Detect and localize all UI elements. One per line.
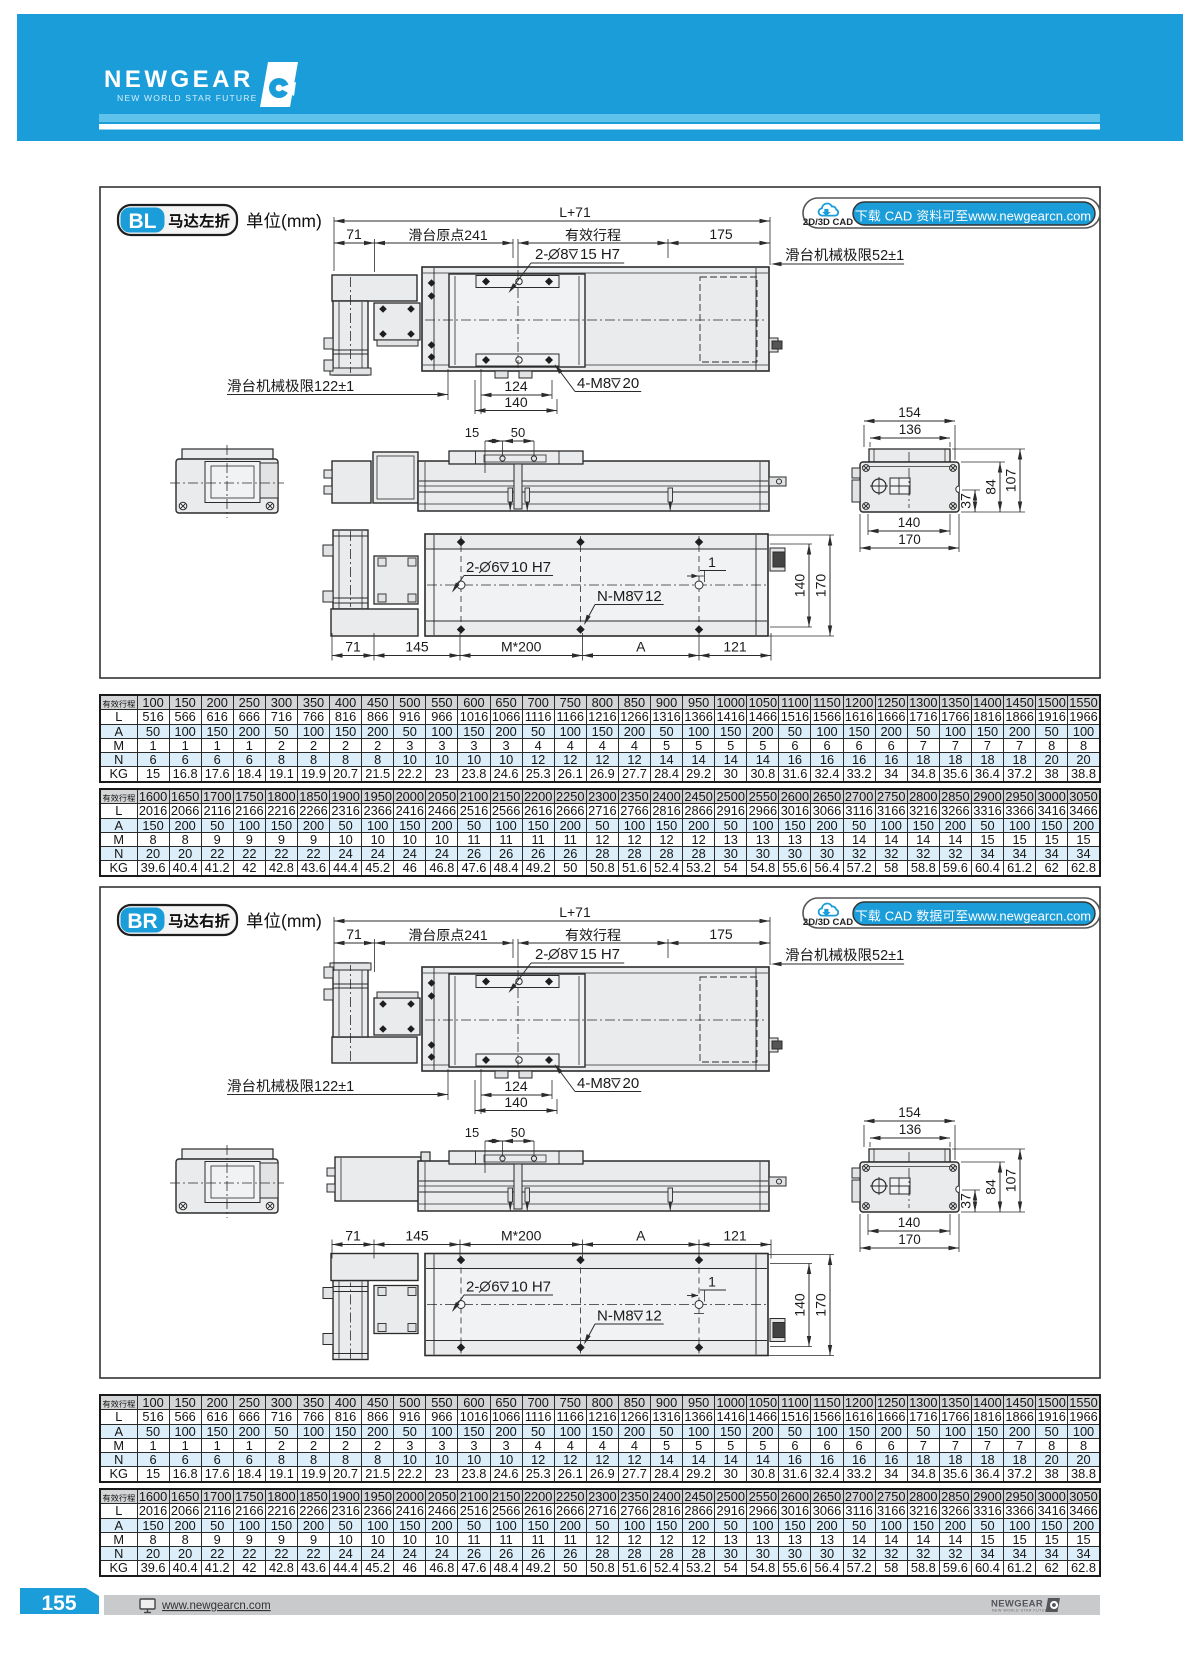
svg-text:50: 50 bbox=[511, 1125, 525, 1140]
svg-text:124: 124 bbox=[504, 1078, 528, 1094]
svg-text:CAD: CAD bbox=[885, 909, 912, 924]
svg-text:CAD: CAD bbox=[885, 209, 912, 224]
svg-text:15: 15 bbox=[465, 425, 479, 440]
svg-text:107: 107 bbox=[1003, 469, 1019, 493]
svg-text:145: 145 bbox=[405, 639, 429, 655]
svg-text:84: 84 bbox=[983, 479, 999, 495]
svg-text:NEW WORLD STAR FUTURE: NEW WORLD STAR FUTURE bbox=[117, 93, 257, 103]
svg-text:155: 155 bbox=[41, 1592, 76, 1615]
svg-text:37: 37 bbox=[958, 493, 974, 509]
svg-text:84: 84 bbox=[983, 1179, 999, 1195]
svg-text:154: 154 bbox=[898, 1105, 921, 1120]
svg-text:2-: 2- bbox=[466, 559, 479, 576]
svg-text:121: 121 bbox=[723, 639, 747, 655]
svg-text:71: 71 bbox=[346, 226, 362, 242]
svg-text:6: 6 bbox=[491, 559, 499, 576]
svg-text:122±1: 122±1 bbox=[314, 1079, 354, 1095]
svg-text:124: 124 bbox=[504, 378, 528, 394]
svg-text:15: 15 bbox=[465, 1125, 479, 1140]
svg-text:241: 241 bbox=[464, 927, 488, 943]
svg-text:140: 140 bbox=[792, 574, 808, 598]
svg-text:2-: 2- bbox=[535, 946, 548, 963]
svg-text:140: 140 bbox=[898, 1215, 921, 1230]
svg-text:8: 8 bbox=[560, 946, 568, 963]
svg-text:www.newgearcn.com: www.newgearcn.com bbox=[967, 209, 1091, 224]
svg-text:NEWGEAR: NEWGEAR bbox=[991, 1599, 1043, 1610]
svg-text:A: A bbox=[636, 639, 646, 655]
svg-text:241: 241 bbox=[464, 227, 488, 243]
svg-text:8: 8 bbox=[560, 246, 568, 263]
svg-text:52±1: 52±1 bbox=[872, 248, 904, 264]
svg-text:140: 140 bbox=[504, 394, 528, 410]
svg-text:N-M8: N-M8 bbox=[597, 1308, 634, 1325]
svg-text:154: 154 bbox=[898, 405, 921, 420]
svg-text:2D/3D CAD: 2D/3D CAD bbox=[803, 217, 853, 228]
svg-text:4-M8: 4-M8 bbox=[577, 375, 611, 392]
svg-text:L+71: L+71 bbox=[559, 904, 591, 920]
svg-text:BR: BR bbox=[127, 910, 157, 933]
svg-text:136: 136 bbox=[899, 422, 922, 437]
svg-text:NEWGEAR: NEWGEAR bbox=[104, 66, 254, 93]
svg-text:37: 37 bbox=[958, 1193, 974, 1209]
svg-text:12: 12 bbox=[645, 1308, 662, 1325]
svg-text:107: 107 bbox=[1003, 1169, 1019, 1193]
svg-text:BL: BL bbox=[129, 210, 157, 233]
svg-text:2D/3D CAD: 2D/3D CAD bbox=[803, 917, 853, 928]
svg-text:M*200: M*200 bbox=[501, 639, 542, 655]
svg-text:121: 121 bbox=[723, 1228, 747, 1244]
svg-text:136: 136 bbox=[899, 1122, 922, 1137]
svg-text:10 H7: 10 H7 bbox=[511, 1279, 551, 1296]
svg-text:L+71: L+71 bbox=[559, 204, 591, 220]
svg-text:12: 12 bbox=[645, 588, 662, 605]
svg-text:170: 170 bbox=[898, 532, 921, 547]
svg-text:50: 50 bbox=[511, 425, 525, 440]
svg-text:1: 1 bbox=[708, 554, 716, 570]
svg-text:71: 71 bbox=[345, 1228, 361, 1244]
svg-text:(mm): (mm) bbox=[281, 211, 322, 231]
svg-text:N-M8: N-M8 bbox=[597, 588, 634, 605]
svg-text:A: A bbox=[636, 1228, 646, 1244]
svg-text:www.newgearcn.com: www.newgearcn.com bbox=[161, 1600, 271, 1612]
svg-text:140: 140 bbox=[898, 515, 921, 530]
svg-text:71: 71 bbox=[346, 926, 362, 942]
svg-text:4-M8: 4-M8 bbox=[577, 1075, 611, 1092]
svg-text:140: 140 bbox=[504, 1094, 528, 1110]
svg-text:20: 20 bbox=[623, 1075, 640, 1092]
svg-text:(mm): (mm) bbox=[281, 911, 322, 931]
svg-text:NEW WORLD STAR FUTURE: NEW WORLD STAR FUTURE bbox=[992, 1609, 1051, 1613]
svg-text:1: 1 bbox=[708, 1274, 716, 1290]
svg-text:170: 170 bbox=[813, 574, 829, 598]
svg-text:140: 140 bbox=[792, 1293, 808, 1317]
svg-text:170: 170 bbox=[898, 1232, 921, 1247]
svg-text:2-: 2- bbox=[466, 1279, 479, 1296]
svg-text:www.newgearcn.com: www.newgearcn.com bbox=[967, 909, 1091, 924]
svg-text:145: 145 bbox=[405, 1228, 429, 1244]
svg-text:175: 175 bbox=[709, 226, 733, 242]
svg-text:6: 6 bbox=[491, 1279, 499, 1296]
svg-text:71: 71 bbox=[345, 639, 361, 655]
svg-text:15 H7: 15 H7 bbox=[580, 946, 620, 963]
svg-text:20: 20 bbox=[623, 375, 640, 392]
svg-text:52±1: 52±1 bbox=[872, 948, 904, 964]
svg-text:170: 170 bbox=[813, 1293, 829, 1317]
svg-text:10 H7: 10 H7 bbox=[511, 559, 551, 576]
svg-text:15 H7: 15 H7 bbox=[580, 246, 620, 263]
svg-text:175: 175 bbox=[709, 926, 733, 942]
svg-text:M*200: M*200 bbox=[501, 1228, 542, 1244]
svg-text:122±1: 122±1 bbox=[314, 379, 354, 395]
svg-text:2-: 2- bbox=[535, 246, 548, 263]
